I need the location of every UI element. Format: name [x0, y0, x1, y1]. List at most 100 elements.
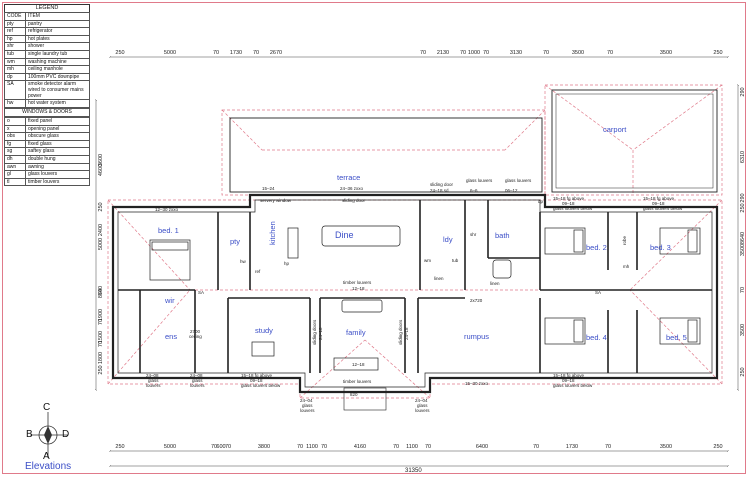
top-dim: 70: [420, 50, 426, 56]
dimension-lines: [96, 57, 738, 466]
room-bed2: bed. 2: [586, 243, 607, 252]
top-dim: 70: [460, 50, 466, 56]
compass-east: D: [62, 429, 70, 440]
sheet-border: [2, 2, 746, 474]
room-pty: pty: [230, 237, 240, 246]
bottom-dim: 250: [713, 444, 722, 450]
right-dim: 3500: [740, 324, 746, 336]
bottom-dim: 1730: [566, 444, 578, 450]
window-label: timber louvers: [343, 280, 372, 285]
left-dimension-labels: 4600360025024008640500070190070150070180…: [98, 154, 104, 375]
window-label: louvers: [146, 383, 161, 388]
window-label: 15–24: [262, 186, 275, 191]
bottom-dim: 3800: [258, 444, 270, 450]
fixture-shr: shr: [470, 232, 477, 237]
window-label: glass: [417, 403, 428, 408]
top-dim: 3500: [660, 50, 672, 56]
left-dim: 1500: [98, 331, 104, 343]
window-label: glass louvers: [466, 178, 493, 183]
left-dim: 4600: [98, 164, 104, 176]
bottom-dim: 3500: [660, 444, 672, 450]
top-dim: 2130: [437, 50, 449, 56]
fixture-mh: mh: [623, 264, 630, 269]
left-dim: 1900: [98, 309, 104, 321]
top-dim: 70: [607, 50, 613, 56]
bed-furniture: [149, 225, 701, 371]
compass-west: B: [26, 429, 33, 440]
left-dim: 250: [98, 365, 104, 374]
fixture-hw: hw: [240, 259, 247, 264]
window-label: 09–18: [652, 201, 665, 206]
ceiling-label: ceiling: [189, 334, 202, 339]
window-label: 09–18: [250, 378, 263, 383]
windows-doors-title: WINDOWS & DOORS: [4, 107, 90, 117]
window-label: 12–30 zxxo: [155, 207, 179, 212]
window-label: glass louvers below: [553, 206, 593, 211]
room-family: family: [346, 328, 366, 337]
terrace-structure: [229, 89, 718, 411]
room-ens: ens: [165, 332, 177, 341]
bottom-dim: 6400: [476, 444, 488, 450]
window-label: 09–18: [562, 378, 575, 383]
left-dim: 2400: [98, 224, 104, 236]
right-dim: 250: [740, 367, 746, 376]
left-dim: 8640: [98, 286, 104, 298]
bottom-dim: 1100: [306, 444, 318, 450]
door-label: sliding door: [430, 182, 454, 187]
annotations: 12–30 zxxo 15–24 servery window 24–36 zx…: [146, 178, 683, 413]
room-rumpus: rumpus: [464, 332, 489, 341]
top-dim: 70: [543, 50, 549, 56]
external-walls: [111, 193, 719, 394]
right-dim: 70: [740, 287, 746, 293]
window-label: servery window: [260, 198, 292, 203]
top-dim: 70: [213, 50, 219, 56]
window-label: 24–04: [415, 398, 428, 403]
room-bed3: bed. 3: [650, 243, 671, 252]
window-label: louvers: [190, 383, 205, 388]
room-dine: Dine: [335, 230, 354, 240]
right-dim: 250: [740, 203, 746, 212]
bottom-dim: 70: [425, 444, 431, 450]
top-dim: 1000: [468, 50, 480, 56]
window-label: 15–30 zxxo: [465, 381, 489, 386]
bottom-dim: 70: [297, 444, 303, 450]
ceiling-height: 2700: [190, 329, 201, 334]
elevations-caption: Elevations: [25, 461, 72, 472]
top-dim: 70: [483, 50, 489, 56]
top-dim: 250: [713, 50, 722, 56]
door-label: 24–18: [318, 327, 323, 340]
window-label: 12–18: [352, 362, 365, 367]
window-label: 15–18 fg above: [553, 196, 585, 201]
window-label: glass: [148, 378, 159, 383]
fixture-hp: hp: [284, 261, 290, 266]
window-label: 15–18 fg above: [553, 373, 585, 378]
fixture-wm: wm: [424, 258, 431, 263]
bottom-dim: 1100: [406, 444, 418, 450]
left-dim: 250: [98, 202, 104, 211]
closet-label: robe: [622, 235, 627, 245]
top-dim: 2670: [270, 50, 282, 56]
window-label: 09–18: [562, 201, 575, 206]
top-dim: 1730: [230, 50, 242, 56]
window-label: 24–36 zxxo: [340, 186, 364, 191]
bottom-dim: 5000: [164, 444, 176, 450]
top-dim: 3500: [572, 50, 584, 56]
top-dim: 70: [253, 50, 259, 56]
window-label: 15–18 fg above: [241, 373, 273, 378]
door-size: 820: [350, 392, 358, 397]
top-dim: 3130: [510, 50, 522, 56]
room-wir: wir: [164, 296, 175, 305]
closet-label: linen: [434, 276, 444, 281]
door-label: 24–18: [404, 327, 409, 340]
window-label: glass louvers: [505, 178, 532, 183]
room-bed1: bed. 1: [158, 226, 179, 235]
right-dim: 6310: [740, 151, 746, 163]
window-label: 24–04: [300, 398, 313, 403]
bottom-dim: 70: [533, 444, 539, 450]
bottom-dim: 70: [605, 444, 611, 450]
